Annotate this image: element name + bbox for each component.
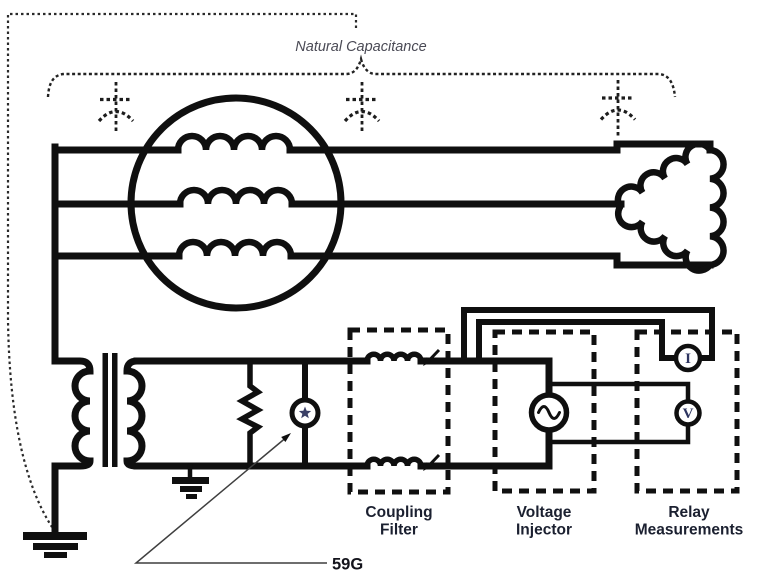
tuning-arrow-icon [423,453,441,471]
relay-measurements: I V Relay Measurements [461,307,744,539]
star-meter-icon [289,358,321,469]
voltage-injector-label-2: Injector [516,522,572,539]
generator-circle [127,94,345,312]
voltage-loop-wire [546,381,691,445]
transformer-icon [51,353,146,470]
tuned-inductor-icon [364,351,424,364]
capacitor-icon [97,82,135,133]
resistor-icon [236,358,264,469]
delta-side-right [706,146,727,269]
tuning-arrow-icon [423,348,441,366]
star-icon [298,406,312,419]
59g-callout: 59G [133,433,363,574]
coupling-filter-box [347,327,451,495]
coupling-filter-label-2: Filter [380,522,418,539]
secondary-winding [123,357,146,470]
stator-coil-a [174,132,294,154]
stator-coil-b [176,186,296,208]
voltage-injector-label-1: Voltage [517,504,572,521]
voltage-injector-box [492,329,597,494]
current-loop-inner-wire [476,319,679,364]
relay-measurements-label-1: Relay [668,504,710,521]
natural-capacitance-label: Natural Capacitance [295,39,426,55]
relay-measurements-label-2: Measurements [635,522,744,539]
delta-side-lower [615,203,714,274]
primary-winding [51,357,94,470]
stator-coil-c [175,238,295,260]
current-meter-icon: I [673,343,703,373]
arrow-icon [281,433,291,442]
voltage-meter-label: V [683,406,694,422]
voltage-injector: Voltage Injector [492,329,597,539]
delta-side-upper [614,140,714,211]
ground-icon [23,462,87,558]
natural-capacitance-annotation: Natural Capacitance [6,12,677,528]
callout-line [133,437,327,564]
secondary-circuit [133,357,553,470]
relay-measurements-box [634,329,740,494]
core-bar [112,353,118,467]
phase-a-wire [51,140,714,154]
generator-winding-icon [127,94,345,312]
coupling-filter: Coupling Filter [347,327,451,539]
phase-bus [51,140,714,365]
ground-icon [172,463,209,499]
tuned-inductor-icon [364,456,424,469]
delta-winding-icon [614,140,727,274]
ac-source-icon [528,392,570,433]
capacitor-icon [343,82,381,133]
core-bar [102,353,108,467]
callout-59g-label: 59G [332,556,363,574]
brace-icon [46,54,677,98]
phase-c-wire [51,252,714,269]
current-loop-outer-wire [461,307,715,364]
capacitor-icon [599,80,637,136]
voltage-meter-icon: V [674,399,702,427]
resistor-zigzag [236,358,264,469]
coupling-filter-label-1: Coupling [365,504,432,521]
current-meter-label: I [685,351,691,367]
